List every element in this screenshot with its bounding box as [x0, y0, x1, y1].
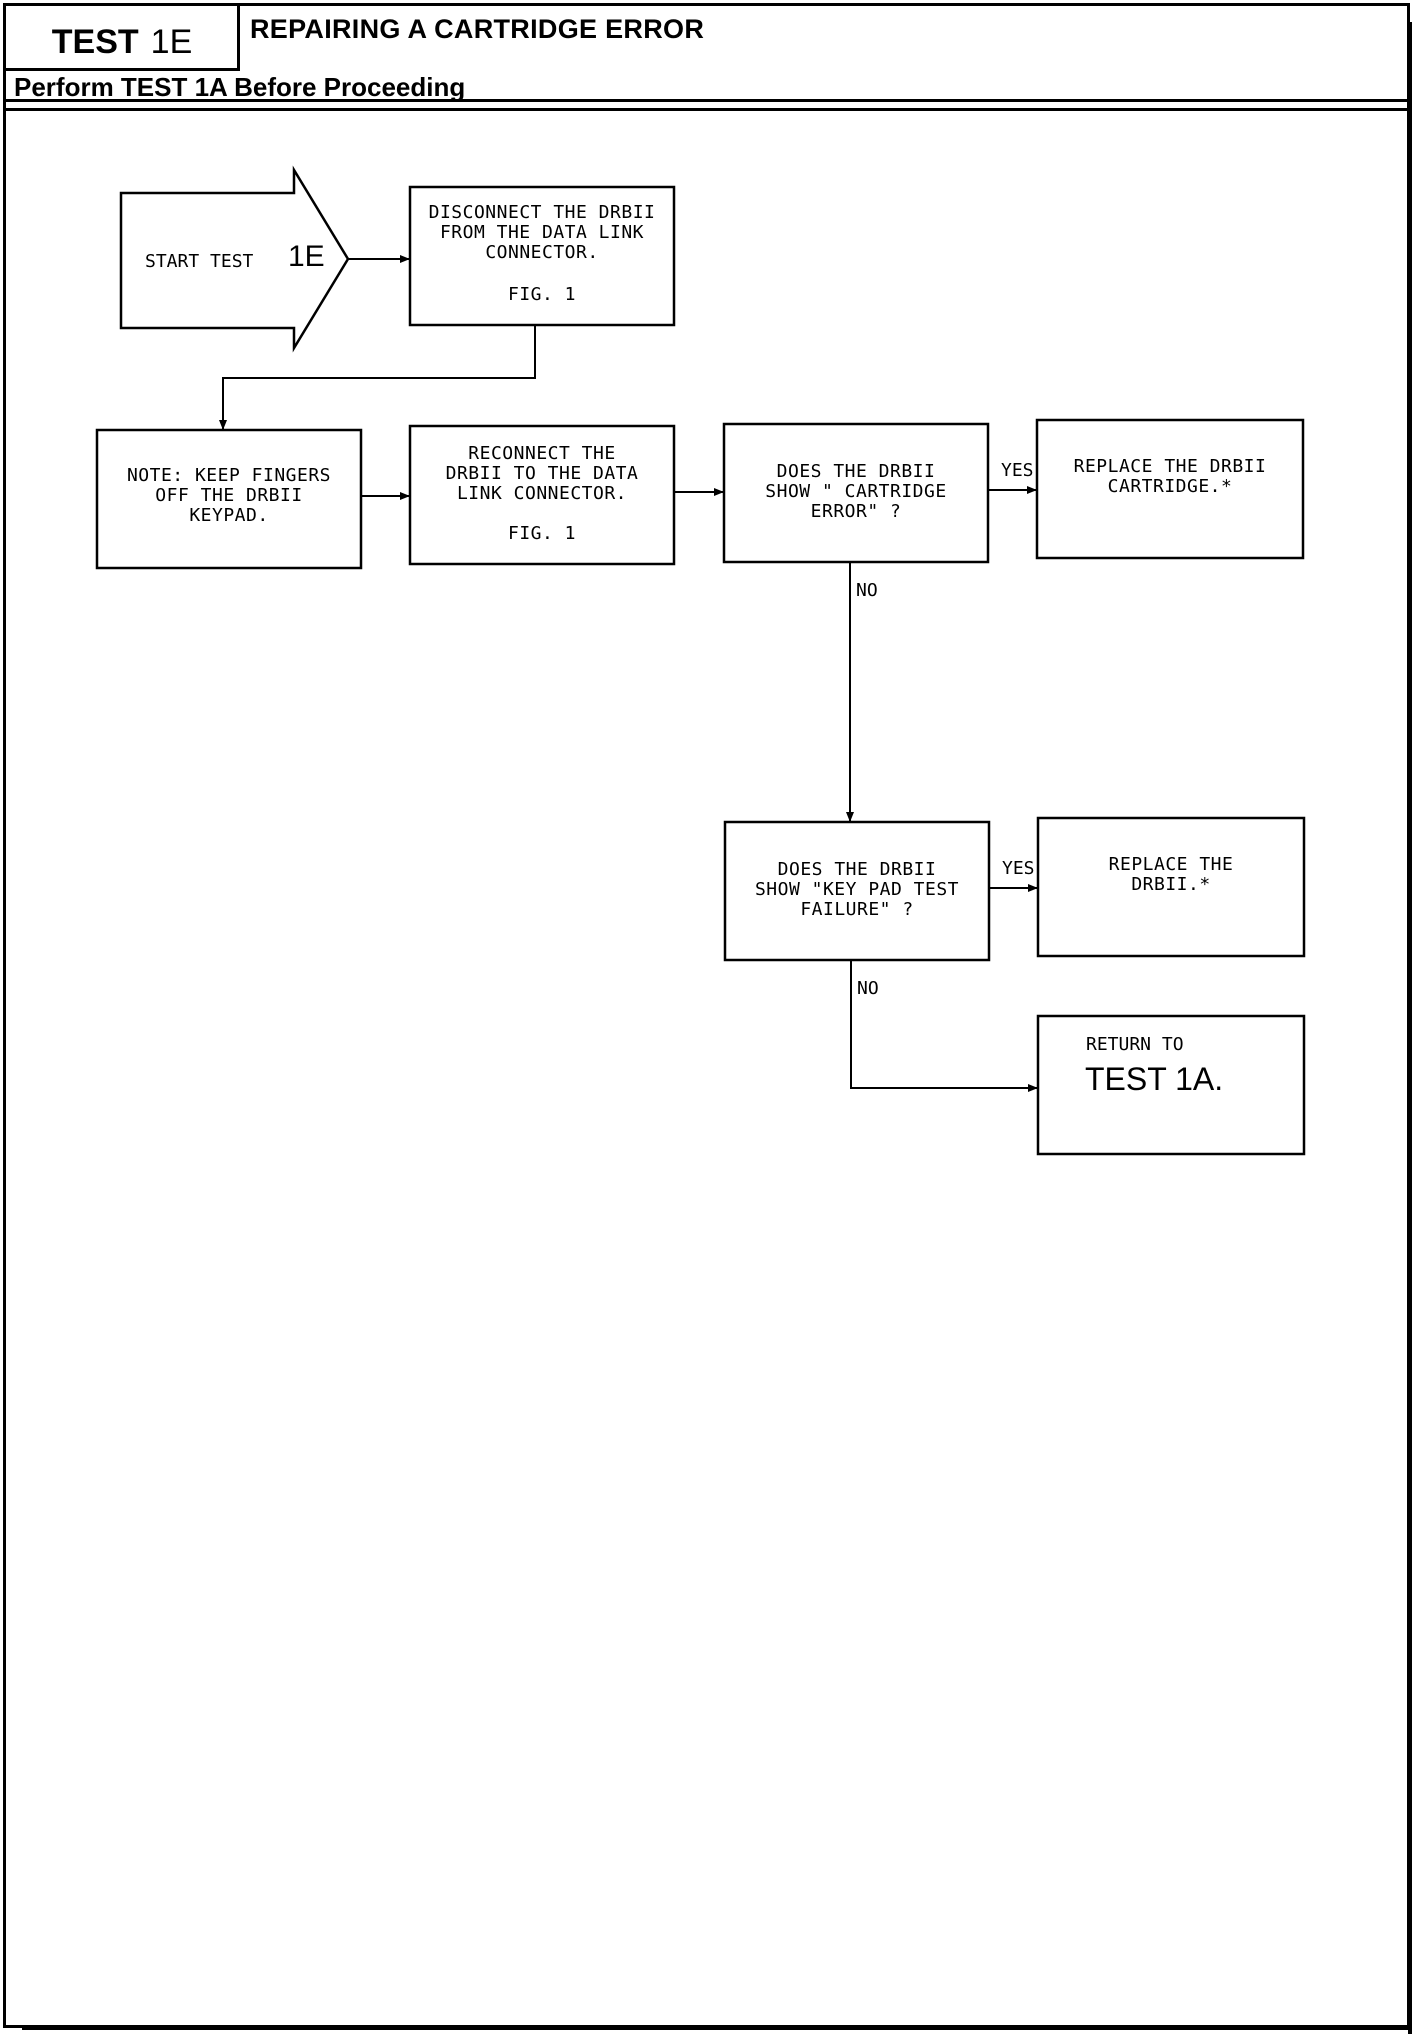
reconnect-box [408, 424, 676, 566]
label-yes-cartridge: YES [1001, 460, 1034, 481]
test-number: 1E [150, 22, 193, 61]
test-word: TEST [51, 22, 139, 61]
connector-no-to-return [850, 961, 1038, 1092]
header-test-box-bottom [4, 68, 240, 71]
return-target: TEST 1A. [1085, 1061, 1223, 1097]
note-box [95, 428, 363, 570]
start-label: START TEST [145, 251, 254, 272]
note-text: NOTE: KEEP FINGERS OFF THE DRBII KEYPAD. [126, 465, 332, 526]
page-shadow-right [1408, 22, 1412, 2034]
header-divider [237, 4, 240, 70]
replace-drbii-box [1036, 816, 1306, 958]
page-title: REPAIRING A CARTRIDGE ERROR [250, 14, 705, 44]
connector-disconnect-to-note [219, 326, 536, 430]
page-subtitle: Perform TEST 1A Before Proceeding [14, 72, 466, 102]
reconnect-text: RECONNECT THE DRBII TO THE DATA LINK CON… [445, 443, 639, 504]
header-rule-2 [4, 108, 1410, 111]
label-no-keypad: NO [857, 978, 879, 999]
return-label: RETURN TO [1086, 1034, 1184, 1055]
question-keypad-text: DOES THE DRBII SHOW "KEY PAD TEST FAILUR… [754, 859, 960, 920]
start-number: 1E [288, 240, 325, 273]
label-yes-keypad: YES [1002, 858, 1035, 879]
replace-cartridge-box [1035, 418, 1305, 560]
return-box [1036, 1014, 1306, 1156]
question-cartridge-text: DOES THE DRBII SHOW " CARTRIDGE ERROR" ? [765, 461, 947, 522]
reconnect-fig: FIG. 1 [507, 523, 577, 544]
label-no-cartridge: NO [856, 580, 878, 601]
start-arrow-shape [119, 165, 350, 353]
question-cartridge-box [722, 422, 990, 564]
replace-cartridge-text: REPLACE THE DRBII CARTRIDGE.* [1073, 456, 1267, 497]
test-label: TEST 1E [6, 14, 238, 70]
question-keypad-box [723, 820, 991, 962]
disconnect-fig: FIG. 1 [507, 284, 577, 305]
replace-drbii-text: REPLACE THE DRBII.* [1108, 854, 1234, 895]
header-rule-1 [4, 99, 1410, 102]
disconnect-text: DISCONNECT THE DRBII FROM THE DATA LINK … [428, 202, 656, 263]
page-shadow-bottom [22, 2026, 1412, 2030]
disconnect-box [408, 185, 676, 327]
